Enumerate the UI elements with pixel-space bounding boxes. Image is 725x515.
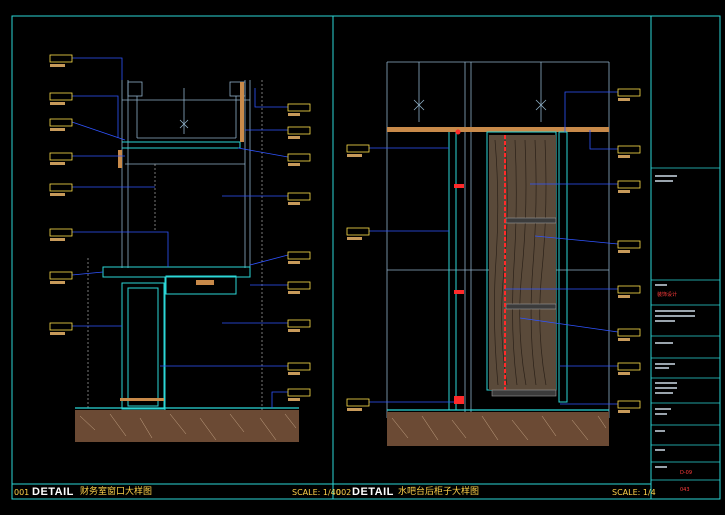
view1-ground-hatch [75,410,299,442]
callout-tag [287,251,311,264]
view2-callout-tags [346,88,641,413]
callout-tag [49,322,73,335]
callout-tag [346,144,370,157]
callout-tag [287,319,311,332]
callout-tag [287,192,311,205]
view1-dash [87,80,263,410]
title-block-sheet-code: D-09 [680,470,693,476]
title-block [651,167,720,481]
view2-number: 002 [336,488,352,497]
callout-tag [346,227,370,240]
callout-tag [617,88,641,101]
callout-tag [287,388,311,401]
callout-tag [287,103,311,116]
callout-tag [49,152,73,165]
callout-tag [617,240,641,253]
view1-leaders [71,57,289,408]
callout-tag [287,126,311,139]
title-block-page: 043 [680,487,690,493]
callout-tag [287,281,311,294]
title-block-text-bars [655,175,695,468]
callout-tag [49,271,73,284]
view2-scale: SCALE: 1/4 [612,488,656,497]
view1-number: 001 [14,488,30,497]
view1-callout-tags [49,54,311,401]
view2-ground-hatch [387,412,609,446]
view1-scale: SCALE: 1/40 [292,488,341,497]
callout-tag [287,153,311,166]
callout-tag [49,54,73,67]
callout-tag [346,398,370,411]
sheet-frame [11,15,721,500]
callout-tag [49,228,73,241]
callout-tag [287,362,311,375]
view2-drawing [386,61,610,446]
view1-detail-label: DETAIL [32,486,74,498]
callout-tag [49,92,73,105]
callout-tag [49,183,73,196]
view1-title: 财务室窗口大样图 [80,487,153,497]
title-block-label: 装饰设计 [657,292,678,298]
view2-detail-label: DETAIL [352,486,394,498]
callout-tag [617,145,641,158]
view1-structure [121,80,251,268]
view1-panels [102,141,251,410]
view1-wood [118,82,244,401]
view2-fittings [454,129,464,404]
view2-ceiling-band [387,127,609,132]
view1-drawing [75,80,299,442]
callout-tag [617,328,641,341]
callout-tag [49,118,73,131]
callout-tag [617,180,641,193]
view2-leaders [369,91,619,405]
view2-title: 水吧台后柜子大样图 [398,487,480,497]
callout-tag [617,362,641,375]
callout-tag [617,400,641,413]
callout-tag [617,285,641,298]
